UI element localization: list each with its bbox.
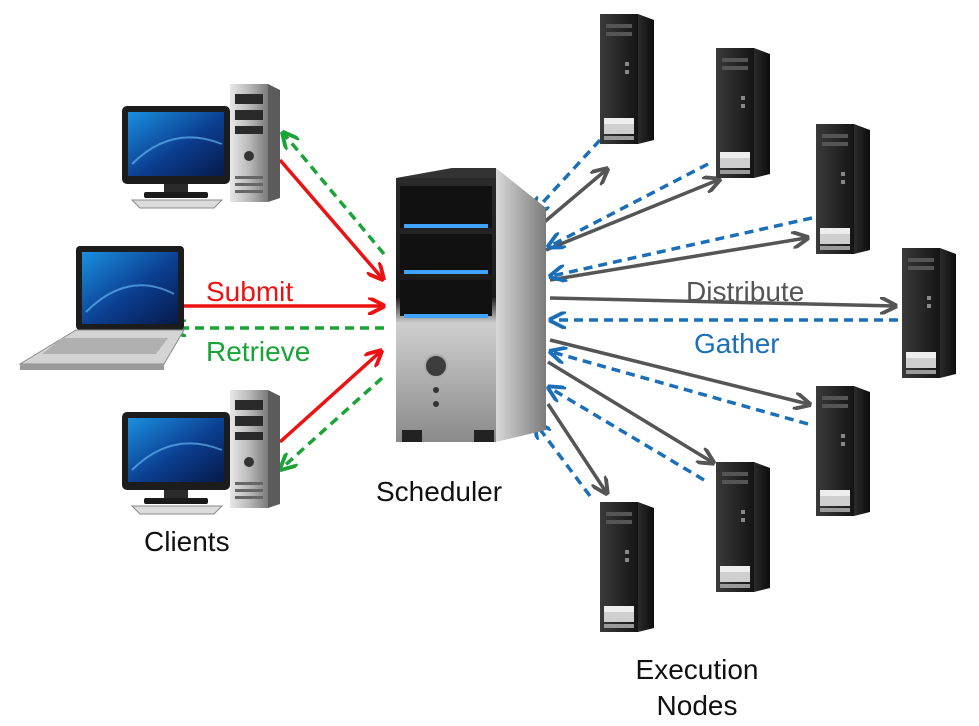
distribute-arrow-3 bbox=[549, 238, 806, 282]
distribute-arrow-2 bbox=[545, 180, 718, 252]
gather-arrow-7 bbox=[536, 424, 592, 498]
tower-server-icon bbox=[600, 502, 654, 632]
gather-arrow-6 bbox=[550, 388, 705, 482]
gather-arrow-1 bbox=[534, 138, 602, 212]
retrieve-arrow-bottom bbox=[282, 376, 384, 468]
scheduler-label: Scheduler bbox=[376, 476, 503, 507]
tower-server-icon bbox=[816, 386, 870, 516]
tower-server-icon bbox=[600, 14, 654, 144]
node-arrows bbox=[534, 138, 898, 498]
server-tower-icon bbox=[396, 168, 546, 442]
gather-arrow-3 bbox=[552, 216, 813, 276]
client-arrows bbox=[172, 134, 384, 468]
clients-group bbox=[18, 83, 281, 515]
submit-arrow-bottom bbox=[278, 352, 380, 444]
tower-server-icon bbox=[902, 248, 956, 378]
execution-nodes-group bbox=[600, 14, 956, 632]
execution-nodes-label-line2: Nodes bbox=[656, 690, 738, 721]
submit-arrow-top bbox=[278, 158, 382, 278]
tower-server-icon bbox=[716, 48, 770, 178]
tower-server-icon bbox=[716, 462, 770, 592]
distribute-arrow-7 bbox=[546, 403, 606, 492]
distribute-arrow-5 bbox=[549, 338, 808, 404]
retrieve-label: Retrieve bbox=[206, 336, 311, 367]
desktop-computer-icon bbox=[121, 389, 281, 515]
clients-label: Clients bbox=[144, 526, 230, 557]
gather-label: Gather bbox=[694, 328, 780, 359]
distribute-arrow-1 bbox=[540, 170, 606, 226]
desktop-computer-icon bbox=[121, 83, 281, 209]
laptop-icon bbox=[18, 246, 185, 370]
distribute-label: Distribute bbox=[686, 276, 805, 307]
execution-nodes-label-line1: Execution bbox=[635, 654, 759, 685]
distribute-arrow-4 bbox=[549, 296, 894, 306]
submit-label: Submit bbox=[206, 276, 294, 307]
tower-server-icon bbox=[816, 124, 870, 254]
distribute-arrow-6 bbox=[547, 360, 712, 462]
retrieve-arrow-top bbox=[284, 134, 386, 256]
gather-arrow-2 bbox=[550, 162, 709, 246]
